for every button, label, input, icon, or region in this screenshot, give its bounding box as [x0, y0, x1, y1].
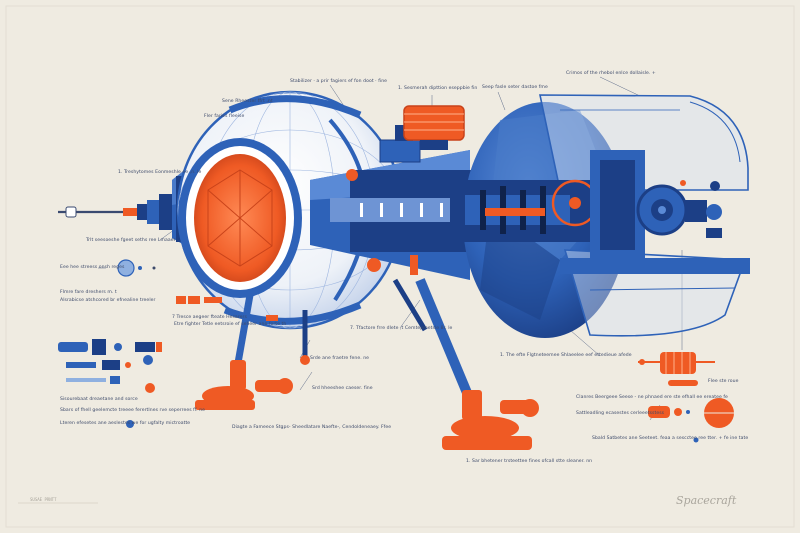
annotation-label: Sisourebaat dreaetane and sorce: [60, 397, 138, 402]
annotation-label: 1. Sar bhetener trsteettee fines ofcall …: [466, 459, 593, 464]
annotation-label: 7 Tresce aegeer fteate Hesarers: [172, 315, 247, 320]
orange-porthole: [178, 138, 302, 298]
paper-border: [5, 5, 795, 528]
annotation-label: Flee ste roue: [708, 379, 739, 384]
left-foot-pad: [195, 360, 293, 410]
annotation-label: 1. Sesmerah dipttion eseppbie fin: [398, 86, 478, 91]
probe-needle: [58, 194, 173, 230]
landing-gear: [195, 278, 539, 450]
artist-signature: Spacecraft: [676, 494, 737, 507]
top-canister: [403, 105, 465, 150]
annotation-label: 7. Tfactore frre dlete ,t Cemtepmetsle 8…: [350, 326, 453, 331]
rear-machinery: [450, 150, 722, 260]
right-foot-pad: [442, 390, 539, 450]
annotation-label: Srde ane fraetre fene. ne: [310, 356, 370, 361]
annotation-label: Clanres Beergeee Seese - ne phnaed ere s…: [576, 395, 728, 400]
footer-code: SUSAE PRNTT: [30, 497, 57, 502]
annotation-label: Sattleadling ecasestes cerleeetsstess: [576, 411, 665, 416]
annotation-label: Alsrabicse atshcored br efnealine treele…: [60, 298, 156, 303]
annotation-label: Sbald Satbetes ane Seeteet. feaa a sescc…: [592, 436, 749, 441]
annotation-label: Eee hee streess onsh reges: [60, 265, 125, 270]
annotation-label: Sene Rheester ffrt ,nt: [222, 99, 273, 104]
parts-legend-right: [638, 352, 736, 443]
parts-legend-left: [58, 259, 222, 428]
annotation-label: Fler faries fleeise: [204, 114, 245, 119]
annotation-label: Sbars of fhell geelemcte treeee ferertln…: [60, 408, 206, 413]
annotation-label: Seep fasle seter dastoe fme: [482, 85, 548, 90]
annotation-label: Flmre fare dreshers m. t: [60, 290, 117, 295]
annotation-label: Diagte a Fameece Stgps- Sheedlatare Naef…: [232, 425, 392, 430]
annotation-label: Etre fighter Tetle eetsroie ef seheer an…: [174, 322, 287, 327]
annotation-label: 1. Treshytomes Eonmeshle ee ,n. le: [118, 170, 202, 175]
annotation-label: 1. The efte Flgtneteemee Shlaeelee eef e…: [500, 353, 632, 358]
annotation-label: Srd hheeshee caeser. fine: [312, 386, 373, 391]
annotation-label: Crimos of the rhebol enlce dollaisle. +: [566, 71, 656, 76]
annotation-label: Trlt seesoeshe fgeet seths ree Lmaaer: [86, 238, 176, 243]
annotation-label: Stabilizer · a prir fagiers ef fon doot …: [290, 79, 388, 84]
annotation-label: Lteren efesetes ane aeslestes we for ugf…: [60, 421, 191, 426]
